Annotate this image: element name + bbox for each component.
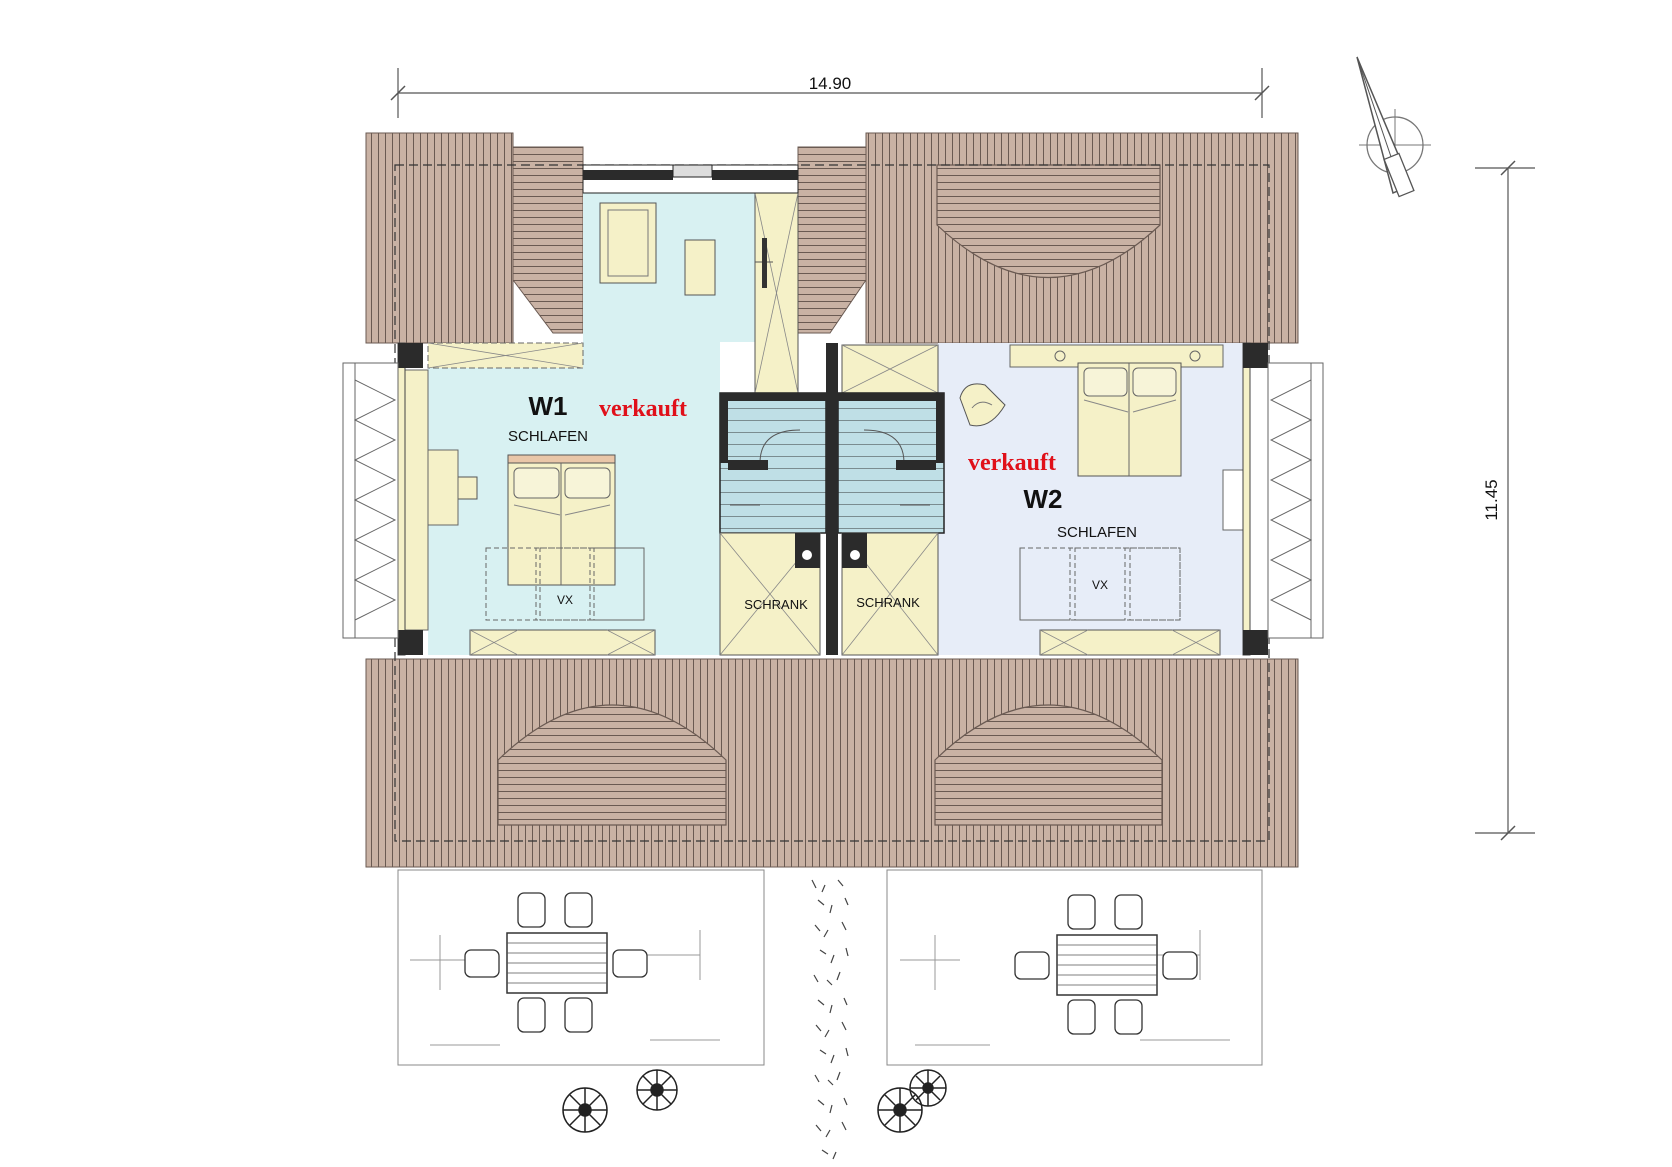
w2-room-label: SCHLAFEN: [1057, 524, 1137, 541]
column: [1243, 343, 1268, 368]
width-dimension: 14.90: [390, 68, 1270, 118]
w2-unit-code: W2: [1024, 484, 1063, 514]
west-wall: [397, 342, 406, 656]
depth-dimension-label: 11.45: [1482, 479, 1501, 520]
w1-side-strip: [404, 369, 429, 631]
tree-symbol-icon: [877, 1087, 923, 1133]
terrace-table-set-left: [464, 892, 648, 1033]
dormer-window-bottom-right: [934, 704, 1163, 826]
party-wall: [826, 343, 838, 655]
column: [398, 343, 423, 368]
stair-w2: [837, 392, 945, 534]
w1-dresser: [469, 629, 656, 656]
w2-vx-label: VX: [1092, 578, 1108, 592]
gravel-path: [811, 879, 849, 1160]
column: [398, 630, 423, 655]
dormer-cheek-left: [512, 146, 584, 334]
w1-vx-label: VX: [557, 593, 573, 607]
w2-closet: [841, 532, 939, 656]
north-arrow-icon: [1356, 56, 1431, 198]
w2-dresser: [1039, 629, 1221, 656]
dormer-window-bottom-left: [497, 704, 727, 826]
w1-closet: [719, 532, 821, 656]
dormer-cheek-right: [797, 146, 867, 334]
w2-double-bed: [1077, 362, 1182, 477]
dormer-window-top: [936, 164, 1161, 278]
tree-symbol-icon: [636, 1069, 678, 1111]
sofa: [599, 202, 657, 284]
west-balcony: [342, 362, 399, 639]
armchair: [959, 383, 1006, 427]
w1-closet-label: SCHRANK: [744, 597, 808, 612]
tree-symbol-icon: [562, 1087, 608, 1133]
w1-room-label: SCHLAFEN: [508, 428, 588, 445]
coffee-table: [684, 239, 716, 296]
depth-dimension: 11.45: [1475, 160, 1535, 841]
w1-unit-code: W1: [529, 391, 568, 421]
east-balcony: [1267, 362, 1324, 639]
w2-sold-label: verkauft: [968, 450, 1056, 476]
width-dimension-label: 14.90: [809, 74, 852, 93]
east-wall: [1242, 342, 1251, 656]
w2-closet-label: SCHRANK: [856, 595, 920, 610]
terrace-table-set-right: [1014, 894, 1198, 1035]
stair-w1: [719, 392, 827, 534]
tree-symbol-icon: [909, 1069, 947, 1107]
w1-double-bed: [507, 454, 616, 586]
w1-sold-label: verkauft: [599, 396, 687, 422]
column: [1243, 630, 1268, 655]
